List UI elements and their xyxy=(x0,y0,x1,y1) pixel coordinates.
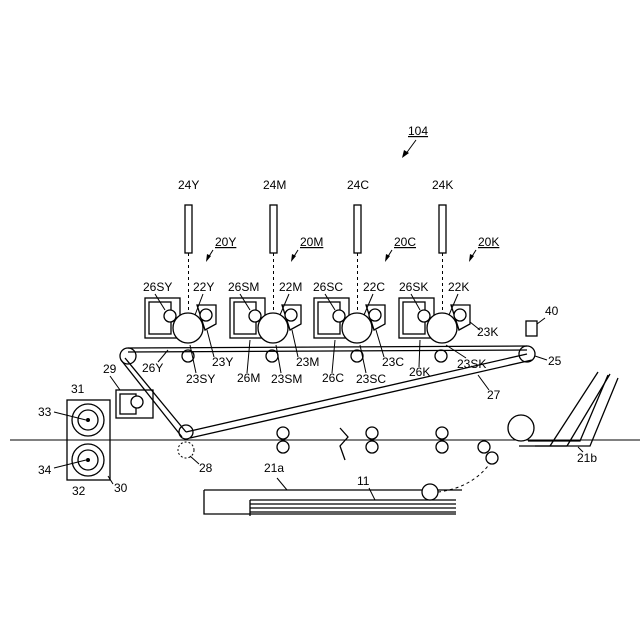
label-22k: 22K xyxy=(448,280,469,294)
label-26m: 26M xyxy=(237,371,260,385)
head-24y xyxy=(185,205,192,253)
cleaner-roller-23m xyxy=(285,309,297,321)
drum-22m xyxy=(258,313,288,343)
ref-104: 104 xyxy=(408,124,428,138)
head-label-24m: 24M xyxy=(263,178,286,192)
label-26sc: 26SC xyxy=(313,280,343,294)
fuser-30 xyxy=(67,400,110,480)
label-27: 27 xyxy=(487,388,501,402)
exposure-head-m: 24M xyxy=(263,178,286,320)
charger-26sk xyxy=(418,310,430,322)
leader-21a xyxy=(277,478,287,490)
pickup-roller-21a xyxy=(422,484,438,500)
label-22y: 22Y xyxy=(193,280,214,294)
leader-28 xyxy=(190,456,199,464)
exposure-head-k: 24K xyxy=(432,178,453,320)
feed-path-dashed xyxy=(438,466,488,492)
conveyance-roller-1b xyxy=(277,441,289,453)
pickup-roller-21b xyxy=(508,415,534,441)
leader-29 xyxy=(110,376,120,390)
unit-label-20y: 20Y xyxy=(215,235,236,249)
label-40: 40 xyxy=(545,304,559,318)
label-23k: 23K xyxy=(477,325,498,339)
conveyance-roller-3a xyxy=(436,427,448,439)
exposure-heads: 24Y 24M 24C 24K xyxy=(178,178,453,320)
belt-cleaner-roller xyxy=(131,396,143,408)
head-label-24k: 24K xyxy=(432,178,453,192)
station-c xyxy=(314,298,385,362)
leader-27 xyxy=(478,375,489,390)
label-23y: 23Y xyxy=(212,355,233,369)
charger-26sc xyxy=(333,310,345,322)
drum-22c xyxy=(342,313,372,343)
label-25: 25 xyxy=(548,354,562,368)
charger-26sy xyxy=(164,310,176,322)
station-m xyxy=(230,298,301,362)
label-21a: 21a xyxy=(264,461,284,475)
leader-40 xyxy=(537,318,545,324)
station-k xyxy=(399,298,470,362)
label-23sy: 23SY xyxy=(186,372,215,386)
unit-label-20k: 20K xyxy=(478,235,499,249)
exposure-head-c: 24C xyxy=(347,178,369,320)
feed-roller-a xyxy=(478,441,490,453)
charger-26sm xyxy=(249,310,261,322)
drum-22k xyxy=(427,313,457,343)
manual-tray-21b xyxy=(508,372,618,446)
label-23sm: 23SM xyxy=(271,372,302,386)
label-23m: 23M xyxy=(296,355,319,369)
sensor-40 xyxy=(526,321,537,336)
heater-34 xyxy=(86,458,90,462)
label-26sm: 26SM xyxy=(228,280,259,294)
cleaner-roller-23k xyxy=(454,309,466,321)
label-11: 11 xyxy=(357,474,370,488)
conveyance-roller-3b xyxy=(436,441,448,453)
label-33: 33 xyxy=(38,405,52,419)
paper-guide-flap xyxy=(340,428,348,460)
cassette-body xyxy=(204,490,456,514)
label-23sc: 23SC xyxy=(356,372,386,386)
exposure-head-y: 24Y xyxy=(178,178,199,320)
secondary-backup-roller-28 xyxy=(178,442,194,458)
unit-labels: 20Y 20M 20C 20K xyxy=(206,235,499,262)
label-23c: 23C xyxy=(382,355,404,369)
label-21b: 21b xyxy=(577,451,597,465)
cleaner-roller-23c xyxy=(369,309,381,321)
cleaner-roller-23y xyxy=(200,309,212,321)
label-34: 34 xyxy=(38,463,52,477)
label-30: 30 xyxy=(114,481,128,495)
label-31: 31 xyxy=(71,382,85,396)
manual-tray-outer xyxy=(519,378,618,446)
belt-top-outer xyxy=(128,346,527,348)
conveyance-rollers xyxy=(277,427,498,464)
drum-22y xyxy=(173,313,203,343)
label-26sk: 26SK xyxy=(399,280,428,294)
belt-bottom-inner xyxy=(186,354,527,432)
paper-cassette-21a xyxy=(204,466,488,516)
label-28: 28 xyxy=(199,461,213,475)
label-26c: 26C xyxy=(322,371,344,385)
conveyance-roller-2b xyxy=(366,441,378,453)
feed-roller-b xyxy=(486,452,498,464)
transfer-roller-k xyxy=(435,350,447,362)
head-24k xyxy=(439,205,446,253)
label-26sy: 26SY xyxy=(143,280,172,294)
label-22m: 22M xyxy=(279,280,302,294)
conveyance-roller-2a xyxy=(366,427,378,439)
leader-25 xyxy=(535,356,547,360)
label-32: 32 xyxy=(72,484,86,498)
head-label-24y: 24Y xyxy=(178,178,199,192)
head-label-24c: 24C xyxy=(347,178,369,192)
label-29: 29 xyxy=(103,362,117,376)
conveyance-roller-1a xyxy=(277,427,289,439)
label-26y: 26Y xyxy=(142,361,163,375)
label-22c: 22C xyxy=(363,280,385,294)
unit-label-20m: 20M xyxy=(300,235,323,249)
head-24m xyxy=(270,205,277,253)
heater-33 xyxy=(86,418,90,422)
head-24c xyxy=(354,205,361,253)
unit-label-20c: 20C xyxy=(394,235,416,249)
